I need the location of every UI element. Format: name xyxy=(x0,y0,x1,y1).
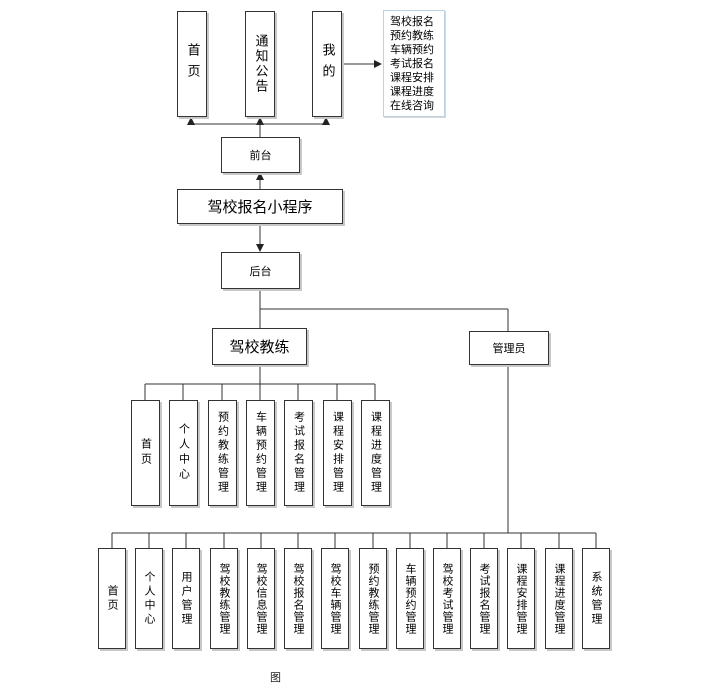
coach-module-profile: 个人中心 xyxy=(169,400,198,506)
mine-feature-item: 在线咨询 xyxy=(390,99,434,112)
coach-module-exam: 考试报名管理 xyxy=(284,400,313,506)
back-label-box: 后台 xyxy=(221,252,300,289)
coach-role-box: 驾校教练 xyxy=(212,328,307,365)
coach-module-appointment: 预约教练管理 xyxy=(208,400,237,506)
mine-feature-item: 驾校报名 xyxy=(390,15,434,28)
admin-module-users: 用户管理 xyxy=(172,548,200,649)
admin-module-exam-registration: 考试报名管理 xyxy=(470,548,498,649)
admin-module-profile: 个人中心 xyxy=(135,548,163,649)
figure-caption: 图 xyxy=(270,671,281,684)
admin-module-system: 系统管理 xyxy=(582,548,610,649)
mine-feature-item: 考试报名 xyxy=(390,57,434,70)
coach-module-schedule: 课程安排管理 xyxy=(323,400,352,506)
coach-module-progress: 课程进度管理 xyxy=(361,400,390,506)
mine-feature-item: 课程进度 xyxy=(390,85,434,98)
admin-module-vehicles: 驾校车辆管理 xyxy=(321,548,349,649)
mine-features-note: 驾校报名 预约教练 车辆预约 考试报名 课程安排 课程进度 在线咨询 xyxy=(383,10,445,117)
front-label-box: 前台 xyxy=(221,137,300,173)
admin-module-vehicle-booking: 车辆预约管理 xyxy=(396,548,424,649)
mine-feature-item: 车辆预约 xyxy=(390,43,434,56)
admin-module-schedule: 课程安排管理 xyxy=(507,548,535,649)
admin-module-home: 首页 xyxy=(98,548,126,649)
mine-feature-item: 课程安排 xyxy=(390,71,434,84)
admin-role-box: 管理员 xyxy=(469,331,549,365)
admin-module-appointment: 预约教练管理 xyxy=(359,548,387,649)
root-box: 驾校报名小程序 xyxy=(177,189,343,224)
front-mine-box: 我的 xyxy=(312,11,342,117)
admin-module-progress: 课程进度管理 xyxy=(545,548,573,649)
coach-module-home: 首页 xyxy=(131,400,160,506)
admin-module-school-exam: 驾校考试管理 xyxy=(433,548,461,649)
admin-module-coaches: 驾校教练管理 xyxy=(210,548,238,649)
coach-module-vehicle: 车辆预约管理 xyxy=(246,400,275,506)
front-notice-box: 通知公告 xyxy=(245,11,275,117)
admin-module-registration: 驾校报名管理 xyxy=(284,548,312,649)
front-home-box: 首页 xyxy=(177,11,207,117)
mine-feature-item: 预约教练 xyxy=(390,29,434,42)
admin-module-school-info: 驾校信息管理 xyxy=(247,548,275,649)
